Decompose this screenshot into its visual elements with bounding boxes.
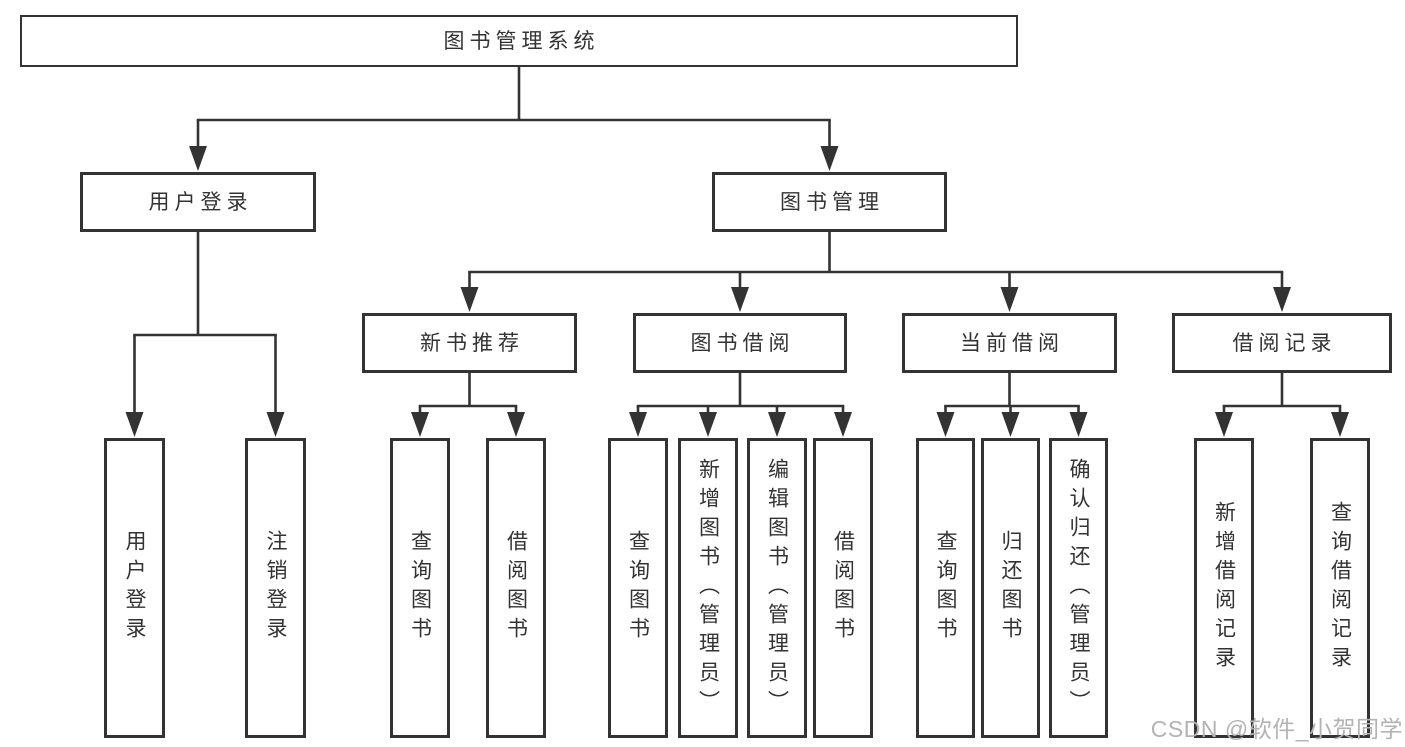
node-book-management-label: 图书管理 (780, 190, 884, 214)
node-add-borrowing-record: 新增借阅记录 (1194, 438, 1254, 738)
node-return-books: 归还图书 (981, 438, 1040, 738)
node-login-label: 用户登录 (123, 530, 146, 646)
node-book-borrowing-label: 图书借阅 (690, 331, 795, 355)
connector-borrowing-records-arrowhead-icon (1273, 287, 1291, 312)
node-query-books: 查询图书 (916, 438, 975, 738)
node-add-borrowing-record-label: 新增借阅记录 (1212, 501, 1236, 675)
connector-add-borrowing-record-arrowhead-icon (1215, 412, 1233, 437)
connector-new-book-recommendation-arrowhead-icon (460, 287, 479, 312)
node-borrow-books-label: 借阅图书 (831, 530, 855, 646)
connector-current-borrowing-arrowhead-icon (1000, 287, 1019, 312)
node-logout-label: 注销登录 (264, 530, 287, 646)
connector-confirm-return-admin-arrowhead-icon (1069, 412, 1088, 437)
node-login: 用户登录 (104, 438, 165, 738)
connector-return-books-arrowhead-icon (1001, 412, 1020, 437)
node-confirm-return-admin: 确认归还（管理员） (1049, 438, 1108, 738)
node-query-borrowing-record: 查询借阅记录 (1310, 438, 1370, 738)
connector-edit-book-admin-arrowhead-icon (768, 412, 786, 437)
connector-query-borrowing-record-arrowhead-icon (1331, 412, 1349, 437)
node-borrow-books: 借阅图书 (486, 438, 546, 738)
node-book-management-system-label: 图书管理系统 (443, 29, 600, 53)
node-query-books: 查询图书 (608, 438, 668, 738)
node-edit-book-admin-label: 编辑图书（管理员） (765, 457, 789, 719)
connector-logout-arrowhead-icon (266, 412, 285, 437)
node-borrow-books: 借阅图书 (813, 438, 873, 738)
node-new-book-recommendation: 新书推荐 (362, 313, 577, 373)
connector-borrow-books-arrowhead-icon (834, 412, 852, 437)
node-query-borrowing-record-label: 查询借阅记录 (1328, 501, 1352, 675)
connector-login-arrowhead-icon (125, 412, 144, 437)
node-logout: 注销登录 (245, 438, 306, 738)
node-borrow-books-label: 借阅图书 (504, 530, 528, 646)
connector-book-borrowing-arrowhead-icon (731, 287, 749, 312)
node-query-books-label: 查询图书 (408, 530, 432, 646)
connector-user-login-arrowhead-icon (189, 146, 207, 171)
connector-borrow-books-arrowhead-icon (507, 412, 525, 437)
connector-book-management-arrowhead-icon (820, 146, 839, 171)
watermark-text: CSDN @软件_小贺同学 (1150, 716, 1403, 742)
node-current-borrowing-label: 当前借阅 (960, 331, 1064, 355)
node-add-book-admin: 新增图书（管理员） (678, 438, 738, 738)
node-query-books: 查询图书 (390, 438, 450, 738)
connector-query-books-arrowhead-icon (629, 412, 647, 437)
node-query-books-label: 查询图书 (626, 530, 650, 646)
node-book-management-system: 图书管理系统 (20, 15, 1018, 67)
node-query-books-label: 查询图书 (934, 530, 957, 646)
node-edit-book-admin: 编辑图书（管理员） (747, 438, 807, 738)
node-borrowing-records-label: 借阅记录 (1232, 331, 1337, 355)
connector-query-books-arrowhead-icon (936, 412, 955, 437)
node-new-book-recommendation-label: 新书推荐 (420, 331, 524, 355)
node-return-books-label: 归还图书 (999, 530, 1022, 646)
connector-query-books-arrowhead-icon (411, 412, 429, 437)
node-borrowing-records: 借阅记录 (1172, 313, 1392, 373)
node-book-management: 图书管理 (712, 172, 947, 232)
node-add-book-admin-label: 新增图书（管理员） (696, 457, 720, 719)
node-user-login: 用户登录 (80, 172, 316, 232)
connector-add-book-admin-arrowhead-icon (699, 412, 717, 437)
node-book-borrowing: 图书借阅 (633, 313, 847, 373)
node-user-login-label: 用户登录 (148, 190, 253, 214)
node-confirm-return-admin-label: 确认归还（管理员） (1067, 457, 1090, 719)
node-current-borrowing: 当前借阅 (902, 313, 1117, 373)
